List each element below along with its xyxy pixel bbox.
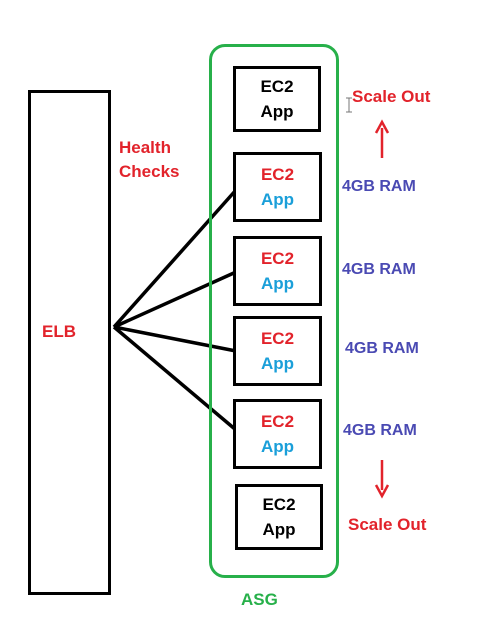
ec2-instance-active-4: EC2 App (233, 399, 322, 469)
ec2-instance-active-3: EC2 App (233, 316, 322, 386)
ec2-title: EC2 (260, 165, 295, 184)
scale-out-bottom-label: Scale Out (348, 515, 427, 534)
connector-line-2 (113, 270, 237, 329)
ec2-instance-standby-bottom: EC2 App (235, 484, 323, 550)
app-label: App (260, 354, 295, 373)
app-label: App (260, 102, 294, 121)
ram-label-3: 4GB RAM (345, 340, 419, 357)
asg-group (209, 44, 339, 578)
up-arrow (374, 119, 390, 158)
ec2-title: EC2 (262, 495, 296, 514)
down-arrow (374, 460, 390, 499)
health-checks-line-2: Checks (119, 162, 180, 181)
ec2-instance-standby-top: EC2 App (233, 66, 321, 132)
app-label: App (260, 190, 295, 209)
ram-label-2: 4GB RAM (342, 261, 416, 278)
elb-label: ELB (42, 322, 76, 341)
app-label: App (260, 274, 295, 293)
connector-line-3 (113, 325, 237, 353)
asg-label: ASG (241, 590, 278, 609)
ec2-title: EC2 (260, 329, 295, 348)
text-cursor-icon (346, 97, 352, 113)
scale-out-top-label: Scale Out (352, 87, 431, 106)
health-checks-label: Health Checks (119, 136, 179, 184)
ec2-instance-active-2: EC2 App (233, 236, 322, 306)
ec2-title: EC2 (260, 249, 295, 268)
ec2-instance-active-1: EC2 App (233, 152, 322, 222)
ram-label-4: 4GB RAM (343, 422, 417, 439)
health-checks-line-1: Health (119, 138, 171, 157)
ec2-title: EC2 (260, 77, 294, 96)
connector-line-1 (112, 188, 238, 329)
app-label: App (262, 520, 296, 539)
ec2-title: EC2 (260, 412, 295, 431)
elb-box (28, 90, 111, 595)
connector-line-4 (112, 325, 238, 432)
ram-label-1: 4GB RAM (342, 178, 416, 195)
app-label: App (260, 437, 295, 456)
elb-connectors (112, 188, 238, 432)
